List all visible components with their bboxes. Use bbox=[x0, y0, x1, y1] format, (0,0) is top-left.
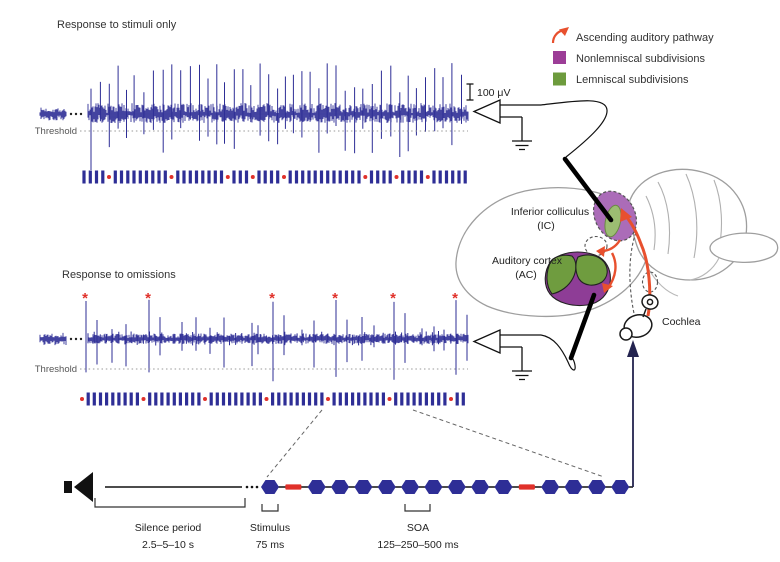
panel-omissions-title: Response to omissions bbox=[62, 269, 176, 281]
electrode-wire-ac bbox=[540, 334, 576, 371]
svg-text:*: * bbox=[452, 290, 458, 307]
threshold-label-omissions: Threshold bbox=[35, 364, 77, 375]
silence-label: Silence period bbox=[135, 522, 202, 534]
amp-triangle bbox=[472, 99, 501, 124]
ellipsis-dot bbox=[255, 485, 259, 489]
ascending-arrow-icon bbox=[551, 27, 569, 44]
stimulus-sequence bbox=[261, 480, 630, 494]
arrow-head bbox=[627, 340, 639, 357]
timeline: Silence period 2.5–5–10 s Stimulus 75 ms… bbox=[64, 472, 633, 551]
svg-text:*: * bbox=[332, 290, 338, 307]
dashed-pathway-circle bbox=[641, 271, 659, 293]
omission-asterisks: * * * * * * bbox=[82, 290, 458, 307]
cochlea-stalk bbox=[642, 308, 647, 318]
stimulus-hexagon bbox=[564, 480, 583, 494]
stimulus-hexagon bbox=[331, 480, 350, 494]
soa-bracket bbox=[404, 504, 431, 512]
svg-text:*: * bbox=[269, 290, 275, 307]
ic-label: Inferior colliculus bbox=[511, 206, 589, 218]
stimulus-hexagon bbox=[261, 480, 279, 494]
lemniscal-swatch-icon bbox=[553, 72, 566, 86]
raster-omissions bbox=[80, 392, 465, 406]
cochlea-apex bbox=[619, 327, 633, 341]
legend: Ascending auditory pathway Nonlemniscal … bbox=[551, 27, 714, 86]
silence-value: 2.5–5–10 s bbox=[142, 539, 194, 551]
ground-icon bbox=[500, 116, 532, 151]
omission-marker bbox=[285, 484, 302, 490]
canal-center bbox=[646, 298, 654, 306]
amplifier-icon-omissions bbox=[472, 329, 541, 381]
soa-label: SOA bbox=[407, 522, 429, 534]
cochlea-to-ic-arrowhead bbox=[620, 208, 632, 222]
scalebar-label: 100 μV bbox=[477, 87, 511, 99]
svg-text:*: * bbox=[145, 290, 151, 307]
stimulus-hexagon bbox=[447, 480, 466, 494]
trace-stimuli bbox=[39, 63, 469, 170]
ac-abbr: (AC) bbox=[515, 269, 537, 281]
scalebar: 100 μV bbox=[466, 83, 511, 101]
raster-stimuli bbox=[82, 170, 467, 184]
svg-text:*: * bbox=[82, 290, 88, 307]
ic-branch-arrowhead bbox=[596, 246, 605, 257]
stimulus-hexagon bbox=[377, 480, 396, 494]
electrode-ac bbox=[568, 292, 597, 361]
panel-stimuli-title: Response to stimuli only bbox=[57, 19, 177, 31]
stimulus-hexagon bbox=[611, 480, 630, 494]
ground-icon bbox=[500, 346, 532, 381]
brainstem bbox=[709, 232, 779, 263]
stimulus-hexagon bbox=[541, 480, 560, 494]
silence-bracket bbox=[94, 498, 246, 508]
speaker-icon bbox=[64, 472, 93, 502]
ic-abbr: (IC) bbox=[537, 220, 555, 232]
ac-label: Auditory cortex bbox=[492, 255, 563, 267]
ellipsis-dot bbox=[245, 485, 249, 489]
ellipsis-dot bbox=[250, 485, 254, 489]
electrode-wire-ic bbox=[540, 100, 608, 158]
legend-arrow-head bbox=[559, 27, 569, 36]
cochlea-label: Cochlea bbox=[662, 316, 701, 328]
zoom-connector-right bbox=[412, 409, 605, 478]
stimulus-hexagon bbox=[494, 480, 513, 494]
brain-ventral-lines bbox=[647, 257, 720, 297]
trace-omissions bbox=[39, 299, 469, 382]
cochlea-drawing bbox=[619, 294, 659, 341]
stimulus-hexagon bbox=[471, 480, 490, 494]
stimulus-hexagon bbox=[307, 480, 326, 494]
stimulus-hexagon bbox=[354, 480, 373, 494]
soa-value: 125–250–500 ms bbox=[377, 539, 458, 551]
cerebellum-folds bbox=[645, 173, 722, 259]
legend-label-lemniscal: Lemniscal subdivisions bbox=[576, 74, 689, 86]
amplifier-icon-stimuli bbox=[472, 99, 541, 151]
ac-lemniscal-left-lobe bbox=[546, 254, 577, 295]
amp-triangle bbox=[472, 329, 501, 354]
scalebar-tick bbox=[466, 83, 474, 101]
stimulus-arrow-to-cochlea bbox=[627, 340, 639, 487]
legend-label-nonlemniscal: Nonlemniscal subdivisions bbox=[576, 53, 706, 65]
ac-lemniscal-right-lobe bbox=[575, 254, 608, 286]
stimulus-label: Stimulus bbox=[250, 522, 290, 534]
stimulus-bracket bbox=[261, 504, 279, 512]
legend-label-ascending: Ascending auditory pathway bbox=[576, 32, 714, 44]
ascending-dashed-path bbox=[629, 231, 637, 319]
ic-to-ac-arrowhead bbox=[602, 283, 613, 293]
auditory-cortex-region bbox=[544, 251, 611, 307]
omission-marker bbox=[518, 484, 535, 490]
stimulus-value: 75 ms bbox=[256, 539, 285, 551]
stimulus-hexagon bbox=[401, 480, 420, 494]
electrode-ic bbox=[562, 156, 614, 223]
stimulus-hexagon bbox=[587, 480, 606, 494]
svg-text:*: * bbox=[390, 290, 396, 307]
threshold-label-stimuli: Threshold bbox=[35, 126, 77, 137]
stimulus-hexagon bbox=[424, 480, 443, 494]
nonlemniscal-swatch-icon bbox=[553, 51, 566, 64]
zoom-connector-left bbox=[266, 409, 323, 478]
